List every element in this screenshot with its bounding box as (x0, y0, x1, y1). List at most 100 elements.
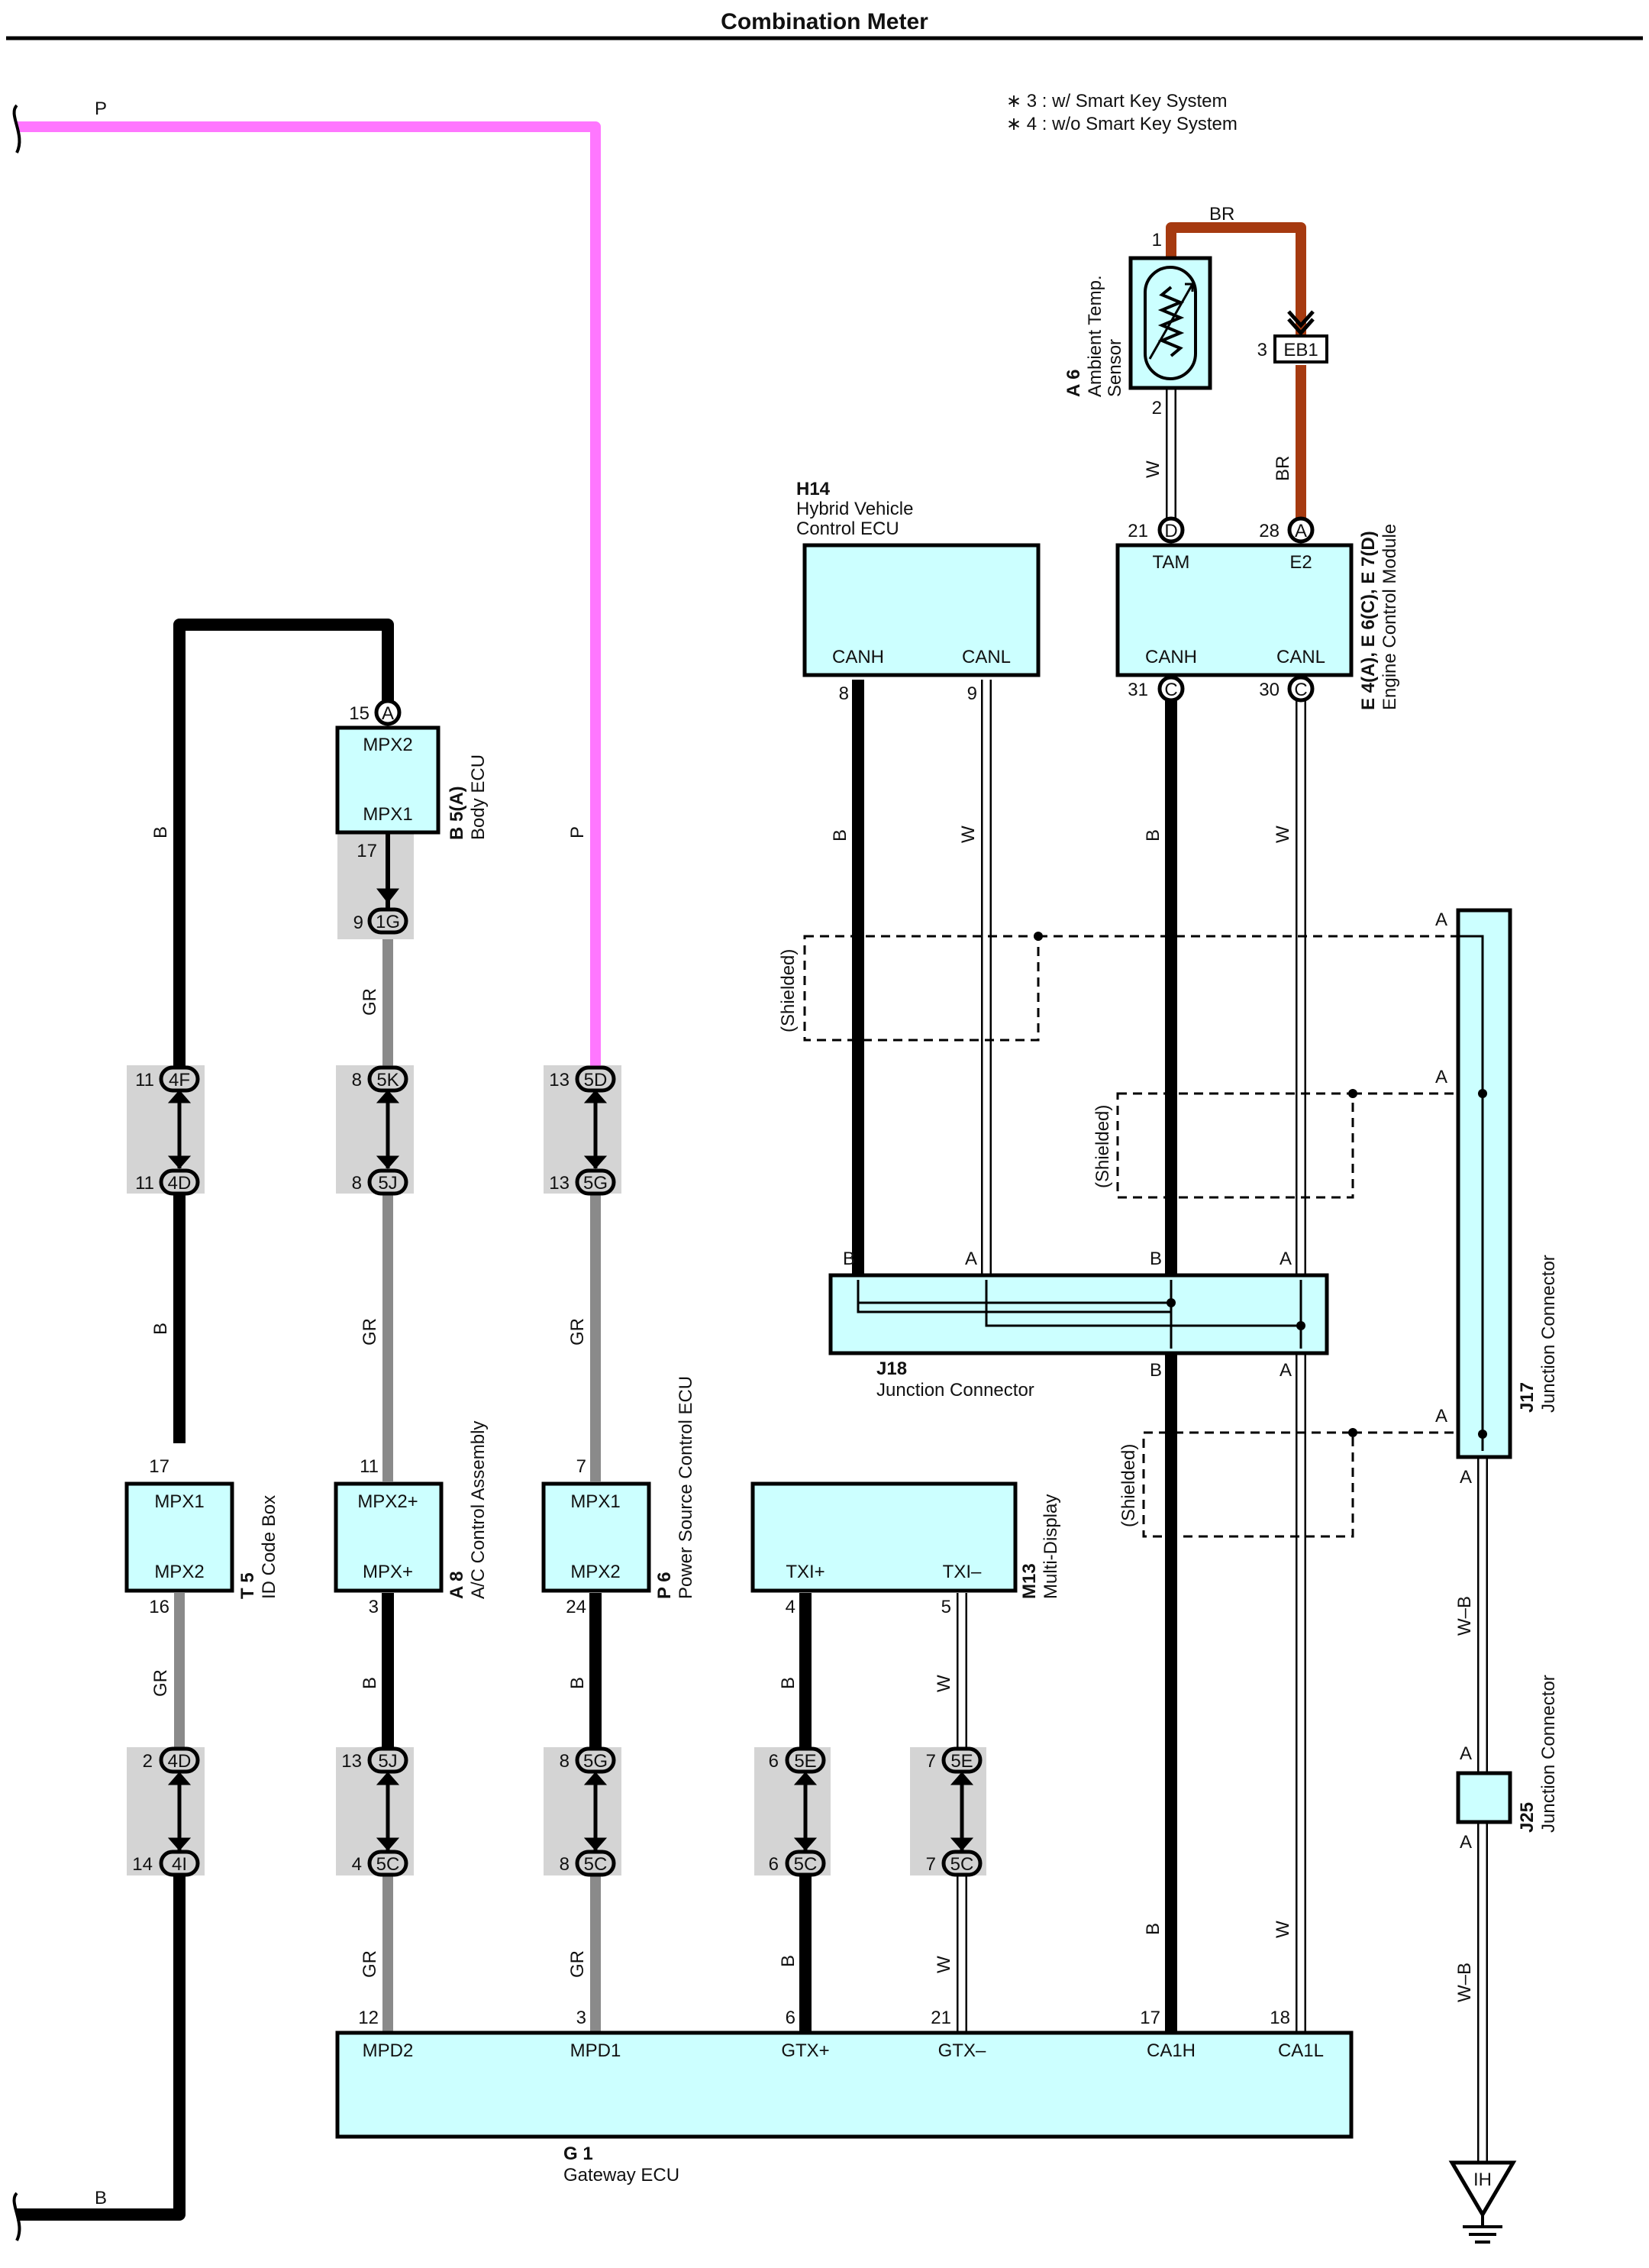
arrow-pair-5d-5g (583, 1090, 608, 1169)
pin-8-d: 8 (560, 1854, 570, 1875)
lbl-b-7: B (830, 829, 850, 842)
pin-8-c: 8 (560, 1751, 570, 1772)
ps-code: P 6 (654, 1572, 675, 1599)
pin-15: 15 (349, 703, 369, 724)
pin-3-gw: 3 (576, 2008, 586, 2028)
j18-b-3: B (1150, 1360, 1162, 1381)
wire-black-b-bottom (17, 1862, 186, 2221)
pin-4-c: 4 (352, 1854, 362, 1875)
lbl-gr-5: GR (360, 1950, 380, 1978)
j17-a-3: A (1435, 1406, 1447, 1426)
ecm-code: E 4(A), E 6(C), E 7(D) (1358, 531, 1379, 710)
ecm-tam: TAM (1153, 552, 1190, 573)
lbl-gr-1: GR (360, 988, 380, 1016)
pin-18-gw: 18 (1270, 2008, 1290, 2028)
conn-4i: 4I (172, 1854, 187, 1875)
id-code-mpx2: MPX2 (154, 1562, 204, 1582)
md-code: M13 (1019, 1563, 1040, 1599)
ambient-name: Ambient Temp. (1085, 275, 1105, 397)
j18-a-2: A (1280, 1249, 1292, 1269)
ac-control-box (334, 1481, 444, 1593)
lbl-b-1: B (150, 826, 171, 838)
j17-a-1: A (1435, 909, 1447, 930)
pin-6-b: 6 (769, 1854, 779, 1875)
thermistor-body (1144, 266, 1197, 380)
pin-17-body: 17 (357, 841, 377, 861)
j18-b-1: B (843, 1249, 855, 1269)
arrow-pair-4d-4i (167, 1772, 192, 1851)
pin-6-a: 6 (769, 1751, 779, 1772)
gateway-box (335, 2031, 1354, 2139)
wire-black-b-top (173, 619, 394, 1078)
thermistor-arrow-icon (1148, 283, 1194, 360)
id-code-mpx1: MPX1 (154, 1491, 204, 1512)
lbl-w-3: W (958, 825, 979, 843)
lbl-b-9: B (1143, 1923, 1163, 1935)
pin-11-a: 11 (135, 1070, 154, 1090)
hv-ecu-box (802, 543, 1041, 677)
j25-name: Junction Connector (1538, 1675, 1559, 1833)
lbl-p-top: P (95, 99, 107, 119)
shield-label-3: (Shielded) (1118, 1444, 1139, 1527)
wire-break-bottom (12, 2192, 21, 2241)
pin-7-ps: 7 (576, 1456, 586, 1477)
power-source-box (541, 1481, 651, 1593)
pin-9: 9 (353, 913, 363, 933)
pin-31-ecm: 31 (1128, 680, 1148, 700)
pin-2: 2 (143, 1751, 153, 1772)
lbl-w-2: W (934, 1956, 954, 1973)
j18-splice-2 (1296, 1321, 1305, 1330)
j18-splice-1 (1167, 1298, 1176, 1307)
pin-12: 12 (358, 2008, 379, 2028)
j17-splice-1 (1478, 1089, 1487, 1098)
ambient-name2: Sensor (1105, 339, 1125, 397)
note-smart-key: ∗ 3 : w/ Smart Key System (1006, 91, 1228, 111)
ps-mpx2: MPX2 (570, 1562, 620, 1582)
body-ecu-mpx1: MPX1 (363, 804, 412, 825)
lbl-b-6: B (778, 1955, 799, 1967)
md-txi-minus: TXI– (943, 1562, 982, 1582)
conn-5j-bottom: 5J (378, 1751, 397, 1772)
pin-17-gw: 17 (1140, 2008, 1160, 2028)
multi-display-box (750, 1481, 1018, 1593)
ambient-code: A 6 (1063, 370, 1084, 397)
j18-a-1: A (965, 1249, 977, 1269)
id-code-code: T 5 (237, 1572, 258, 1599)
conn-5e-a: 5E (794, 1751, 816, 1772)
ground-symbol (1448, 2160, 1517, 2244)
arrow-eb1 (1287, 310, 1315, 336)
conn-5k: 5K (376, 1070, 399, 1090)
lbl-gr-4: GR (150, 1669, 171, 1697)
pin-13-b: 13 (549, 1173, 570, 1194)
pin-4-md: 4 (786, 1597, 795, 1617)
ac-mpx2plus: MPX2+ (357, 1491, 418, 1512)
gw-name: Gateway ECU (563, 2165, 679, 2186)
gw-mpd2: MPD2 (363, 2040, 414, 2061)
ps-mpx1: MPX1 (570, 1491, 620, 1512)
lbl-gr-6: GR (567, 1950, 588, 1978)
ground-ih: IH (1473, 2169, 1492, 2190)
md-txi-plus: TXI+ (786, 1562, 824, 1582)
lbl-gr-2: GR (360, 1318, 380, 1346)
lbl-w-4: W (1273, 825, 1293, 843)
j17-bus (1458, 935, 1484, 1451)
arrow-pair-5k-5j (376, 1090, 400, 1169)
wire-br (1166, 222, 1306, 336)
shields (803, 932, 1458, 1538)
ecm-name: Engine Control Module (1380, 524, 1400, 710)
j17-splice-2 (1478, 1430, 1487, 1439)
ecm-canl: CANL (1276, 647, 1325, 667)
gw-ca1h: CA1H (1147, 2040, 1196, 2061)
j25-a-1: A (1460, 1743, 1472, 1764)
arrow-pair-5j-5c (376, 1772, 400, 1851)
pin-1-sensor: 1 (1152, 230, 1162, 250)
j17-name: Junction Connector (1538, 1255, 1559, 1413)
pin-21-gw: 21 (931, 2008, 951, 2028)
pin-6-gw: 6 (786, 2008, 795, 2028)
gw-ca1l: CA1L (1278, 2040, 1324, 2061)
pin-21-ecm: 21 (1128, 521, 1148, 541)
conn-5c-ac: 5C (376, 1854, 400, 1875)
pin-2-sensor: 2 (1152, 398, 1162, 418)
pin-a-ecm: A (1295, 521, 1307, 541)
